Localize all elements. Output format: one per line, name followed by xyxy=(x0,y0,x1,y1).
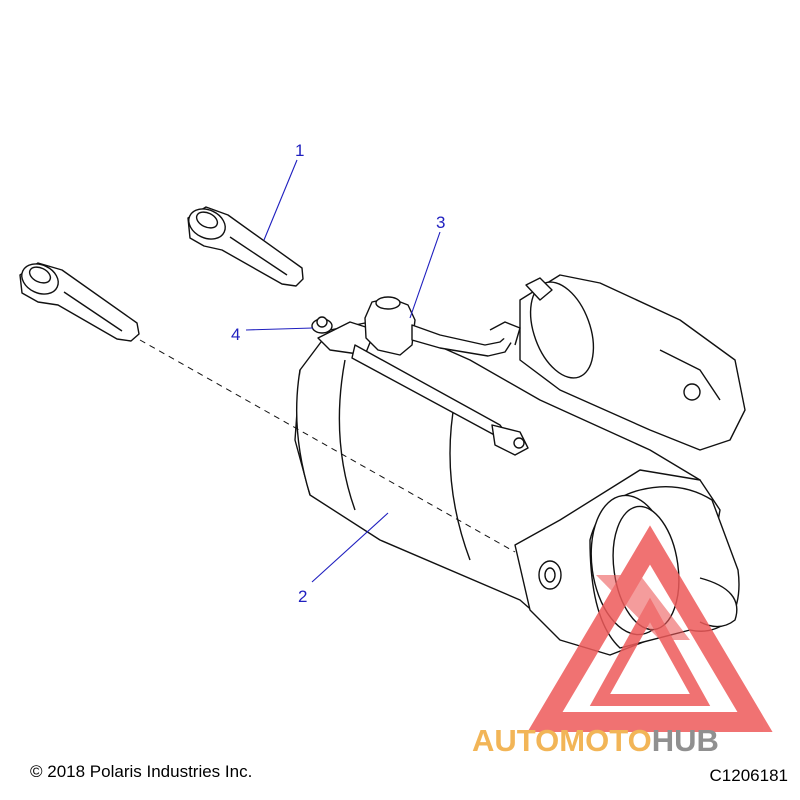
alignment-dashed-line xyxy=(139,339,516,553)
callout-3: 3 xyxy=(436,213,445,232)
watermark-text-b: HUB xyxy=(652,723,719,758)
callout-2: 2 xyxy=(298,587,307,606)
watermark-text-a: AUTOMOTO xyxy=(472,723,652,758)
watermark-logo: AUTOMOTOHUB xyxy=(472,525,773,758)
copyright-notice: © 2018 Polaris Industries Inc. xyxy=(30,762,253,781)
svg-text:AUTOMOTOHUB: AUTOMOTOHUB xyxy=(472,723,719,758)
bolt-lower xyxy=(19,262,140,342)
terminal-boot xyxy=(364,296,521,357)
leader-lines xyxy=(245,159,441,583)
figure-id: C1206181 xyxy=(709,766,788,785)
bolt-upper xyxy=(187,206,304,287)
starter-motor xyxy=(294,274,746,656)
callout-4: 4 xyxy=(231,325,240,344)
callout-1: 1 xyxy=(295,141,304,160)
